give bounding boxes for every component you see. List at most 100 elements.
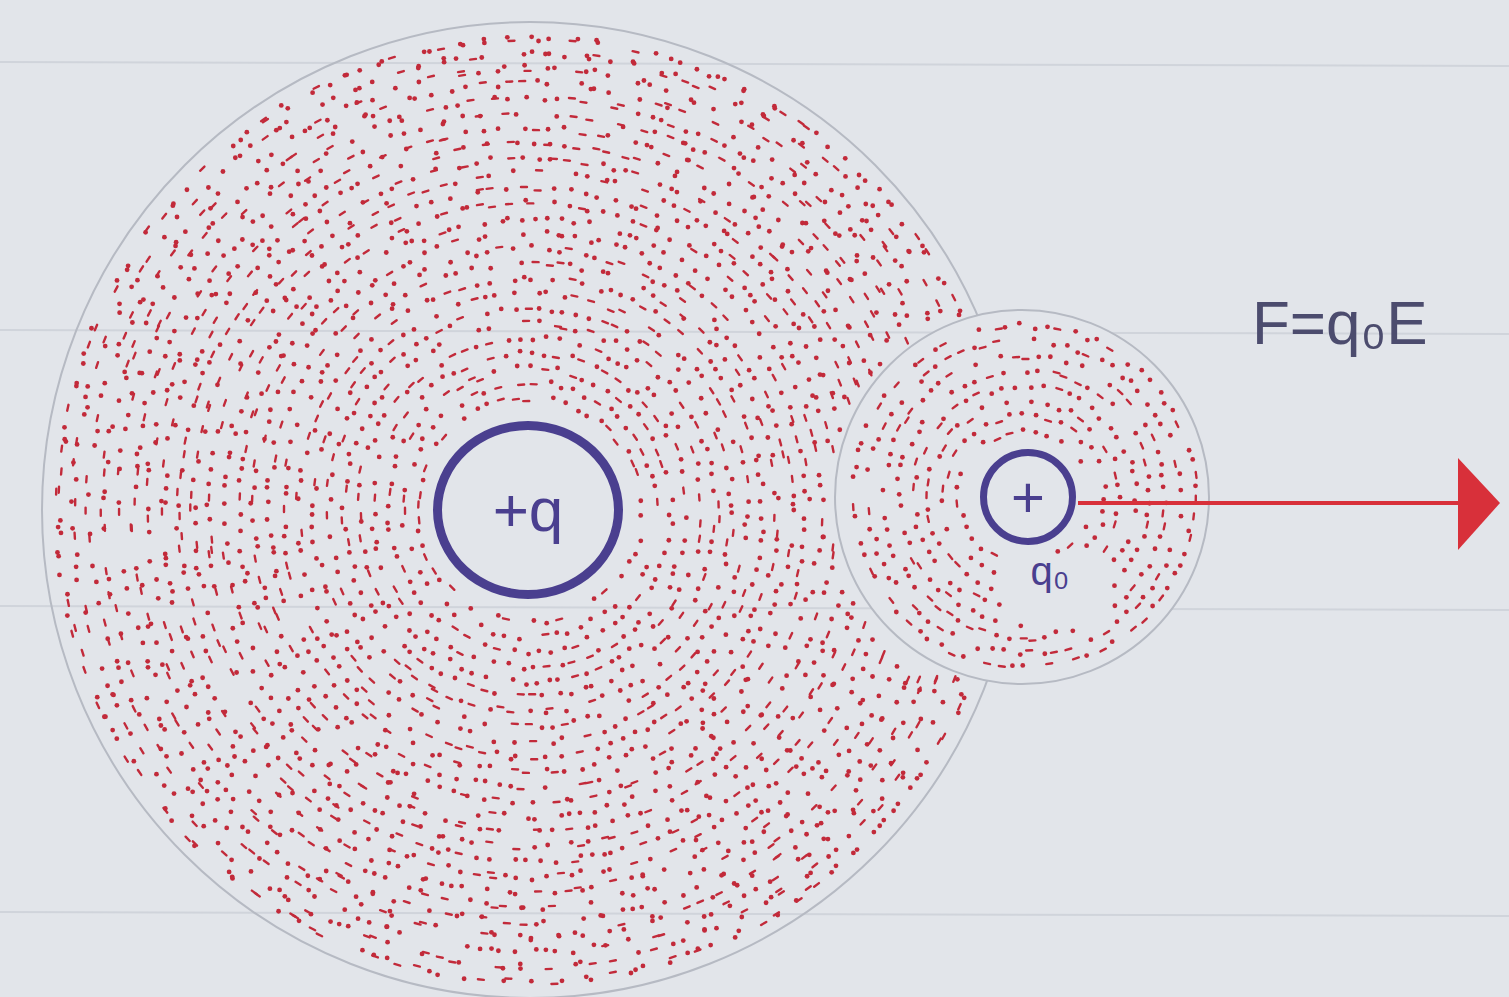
field-dot [435,972,440,977]
field-dot [863,202,868,207]
field-dot [292,362,297,367]
field-dot [215,797,220,802]
field-dot [788,602,793,607]
field-dot [739,915,744,920]
field-dot [537,157,542,162]
field-dot [676,367,681,372]
field-dot [443,818,448,823]
field-dot [345,479,350,484]
field-dot [227,455,232,460]
field-dot [170,203,175,208]
field-dot [851,811,856,816]
field-dot [233,431,238,436]
field-dot [641,286,646,291]
field-dot [613,621,618,626]
field-dot [404,771,409,776]
field-dot [918,717,923,722]
field-dot [651,624,656,629]
field-dot [845,625,850,630]
field-dot [276,260,281,265]
field-dot [590,852,595,857]
field-dot [656,685,661,690]
field-dot [511,246,516,251]
field-dot [633,627,638,632]
field-dot [727,202,732,207]
field-dot [513,949,518,954]
field-dot [605,389,610,394]
field-dot [57,572,62,577]
field-dot [733,935,738,940]
field-dot [248,143,253,148]
field-dot [244,430,249,435]
field-dot [124,376,129,381]
field-dot [178,395,183,400]
field-dot [544,711,549,716]
field-dot [296,541,301,546]
field-dot [651,756,656,761]
field-dot [245,571,250,576]
field-dot [716,840,721,845]
field-dot [141,424,146,429]
field-dot [855,847,860,852]
field-dot [565,631,570,636]
field-dot [372,871,377,876]
field-dot [416,529,421,534]
field-dot [363,549,368,554]
field-dot [310,253,315,258]
field-dot [621,907,626,912]
field-dot [244,186,249,191]
field-dot [752,376,757,381]
field-dot [162,783,167,788]
field-dot [637,97,642,102]
field-dot [692,854,697,859]
field-dot [70,526,75,531]
field-dot [596,648,601,653]
field-dot [699,707,704,712]
field-dot [688,871,693,876]
field-dot [430,753,435,758]
field-dot [323,694,328,699]
field-dot [249,869,254,874]
field-dot [783,645,788,650]
field-dot [791,138,796,143]
field-dot [373,609,378,614]
field-dot [62,425,67,430]
field-dot [653,788,658,793]
field-dot [229,809,234,814]
field-dot [385,940,390,945]
field-dot [722,77,727,82]
field-dot [736,928,741,933]
field-dot [355,181,360,186]
field-dot [411,177,416,182]
field-dot [235,199,240,204]
field-dot [652,129,657,134]
field-dot [254,536,259,541]
field-dot [876,213,881,218]
field-dot [821,534,826,539]
field-dot [216,191,221,196]
field-dot [808,637,813,642]
field-dot [238,138,243,143]
field-dot [246,829,251,834]
field-dot [667,237,672,242]
field-dot [178,265,183,270]
field-dot [689,414,694,419]
field-dot [669,56,674,61]
field-dot [276,390,281,395]
field-dot [137,371,142,376]
field-dot [726,492,731,497]
field-dot [386,690,391,695]
field-dot [448,657,453,662]
field-dot [562,55,567,60]
field-dot [739,119,744,124]
field-dot [818,483,823,488]
field-dot [741,709,746,714]
field-dot [639,251,644,256]
field-dot [285,106,290,111]
field-dot [752,299,757,304]
field-dot [768,611,773,616]
field-dot [312,789,317,794]
field-dot [830,565,835,570]
field-dot [599,419,604,424]
field-dot [227,291,232,296]
